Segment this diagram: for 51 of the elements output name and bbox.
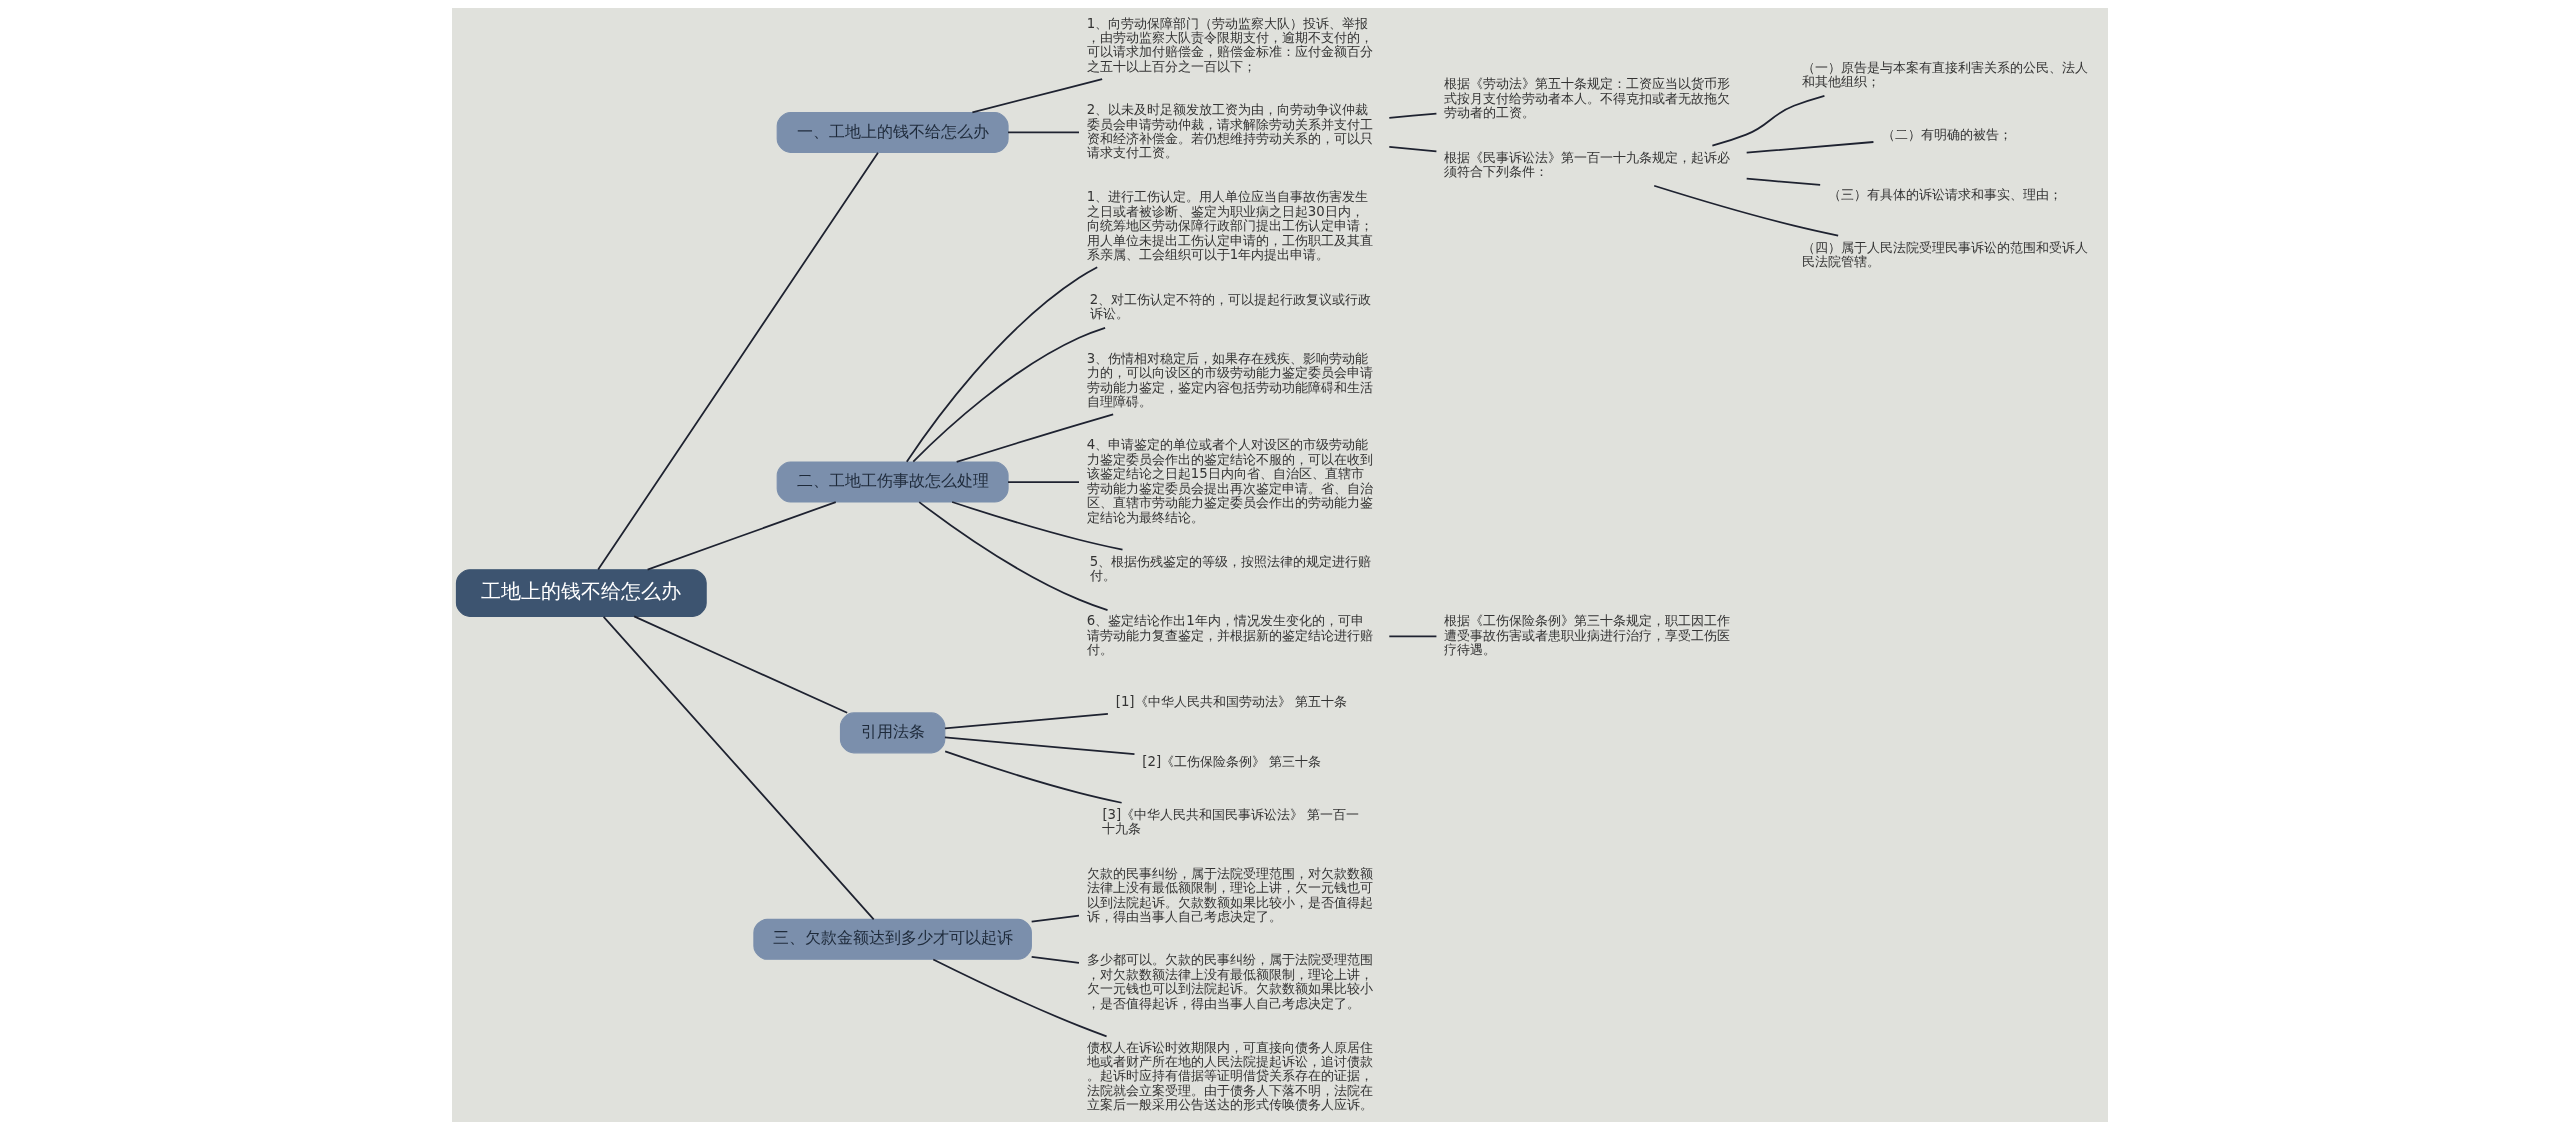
- node-box: 引用法条: [839, 712, 946, 754]
- connector: [932, 958, 1108, 1038]
- node-text: 6、鉴定结论作出1年内，情况发生变化的，可申请劳动能力复查鉴定，并根据新的鉴定结论进行赔付。: [1086, 613, 1373, 658]
- node-text: 1、向劳动保障部门（劳动监察大队）投诉、举报，由劳动监察大队责令限期支付，逾期不支付的，可以请求加付赔偿金，赔偿金标准：应付金额百分之五十以上百分之一百以下；: [1086, 15, 1373, 74]
- connector: [1653, 184, 1840, 237]
- node-text: （四）属于人民法院受理民事诉讼的范围和受诉人民法院管辖。: [1801, 239, 2088, 270]
- node-text: 2、对工伤认定不符的，可以提起行政复议或行政诉讼。: [1089, 292, 1372, 322]
- node-text: （二）有明确的被告；: [1881, 127, 2012, 143]
- connector: [955, 413, 1115, 463]
- connector: [1388, 146, 1438, 153]
- connector: [971, 78, 1104, 114]
- connector: [944, 736, 1136, 756]
- connector: [951, 501, 1124, 551]
- connector: [1007, 481, 1080, 483]
- connector: [1388, 635, 1438, 638]
- connector: [597, 151, 879, 571]
- connector: [905, 266, 1099, 463]
- connector: [944, 750, 1123, 804]
- connector: [633, 615, 849, 714]
- node-text: [3]《中华人民共和国民事诉讼法》 第一百一十九条: [1102, 807, 1360, 837]
- node-text: （一）原告是与本案有直接利害关系的公民、法人和其他组织；: [1801, 60, 2088, 90]
- node-text: 债权人在诉讼时效期限内，可直接向债务人原居住地或者财产所在地的人民法院提起诉讼，追讨债款。起诉时应持有借据等证明借贷关系存在的证据，法院就会立案受理。由于债务人下落不明，法院在立案后一般采用公告送达的形式传唤债务人应诉。: [1086, 1039, 1373, 1113]
- connector: [1388, 112, 1438, 119]
- node-text: [2]《工伤保险条例》 第三十条: [1142, 754, 1322, 770]
- connector: [944, 713, 1109, 730]
- connector: [912, 326, 1106, 463]
- connector: [602, 615, 875, 921]
- connector: [1711, 94, 1826, 147]
- node-text: 3、伤情相对稳定后，如果存在残疾、影响劳动能力的，可以向设区的市级劳动能力鉴定委员会申请劳动能力鉴定，鉴定内容包括劳动功能障碍和生活自理障碍。: [1086, 350, 1373, 410]
- node-text: 根据《工伤保险条例》第三十条规定，职工因工作遭受事故伤害或者患职业病进行治疗，享受工伤医疗待遇。: [1444, 613, 1731, 658]
- node-text: 根据《民事诉讼法》第一百一十九条规定，起诉必须符合下列条件：: [1444, 149, 1731, 180]
- connector: [646, 501, 837, 571]
- connector: [1030, 914, 1080, 923]
- node-text: [1]《中华人民共和国劳动法》 第五十条: [1115, 694, 1347, 710]
- connector: [918, 501, 1109, 612]
- node-text: 2、以未及时足额发放工资为由，向劳动争议仲裁委员会申请劳动仲裁，请求解除劳动关系并支付工资和经济补偿金。若仍想维持劳动关系的，可以只请求支付工资。: [1086, 102, 1373, 161]
- connector: [1030, 956, 1080, 964]
- node-box: 三、欠款金额达到多少才可以起诉: [753, 918, 1032, 960]
- node-text: 1、进行工伤认定。用人单位应当自事故伤害发生之日或者被诊断、鉴定为职业病之日起30日内，向统筹地区劳动保障行政部门提出工伤认定申请；用人单位未提出工伤认定申请的，工伤职工及其直系亲属、工会组织可以于1年内提出申请。: [1086, 189, 1373, 263]
- connector: [1007, 131, 1080, 134]
- node-box: 工地上的钱不给怎么办: [455, 569, 707, 617]
- node-text: 欠款的民事纠纷，属于法院受理范围，对欠款数额法律上没有最低额限制，理论上讲，欠一元钱也可以到法院起诉。欠款数额如果比较小，是否值得起诉，得由当事人自己考虑决定了。: [1086, 865, 1373, 925]
- node-text: （三）有具体的诉讼请求和事实、理由；: [1828, 187, 2063, 203]
- node-box: 二、工地工伤事故怎么处理: [776, 461, 1009, 503]
- node-text: 多少都可以。欠款的民事纠纷，属于法院受理范围，对欠款数额法律上没有最低额限制，理论上讲，欠一元钱也可以到法院起诉。欠款数额如果比较小，是否值得起诉，得由当事人自己考虑决定了。: [1086, 952, 1373, 1011]
- connector: [1745, 177, 1822, 186]
- node-box: 一、工地上的钱不给怎么办: [776, 111, 1009, 153]
- node-text: 根据《劳动法》第五十条规定：工资应当以货币形式按月支付给劳动者本人。不得克扣或者无故拖欠劳动者的工资。: [1444, 76, 1731, 120]
- node-text: 5、根据伤残鉴定的等级，按照法律的规定进行赔付。: [1089, 553, 1372, 584]
- node-text: 4、申请鉴定的单位或者个人对设区的市级劳动能力鉴定委员会作出的鉴定结论不服的，可以在收到该鉴定结论之日起15日内向省、自治区、直辖市劳动能力鉴定委员会提出再次鉴定申请。省、自治区、直辖市劳动能力鉴定委员会作出的劳动能力鉴定结论为最终结论。: [1086, 437, 1373, 525]
- connector: [1745, 141, 1875, 154]
